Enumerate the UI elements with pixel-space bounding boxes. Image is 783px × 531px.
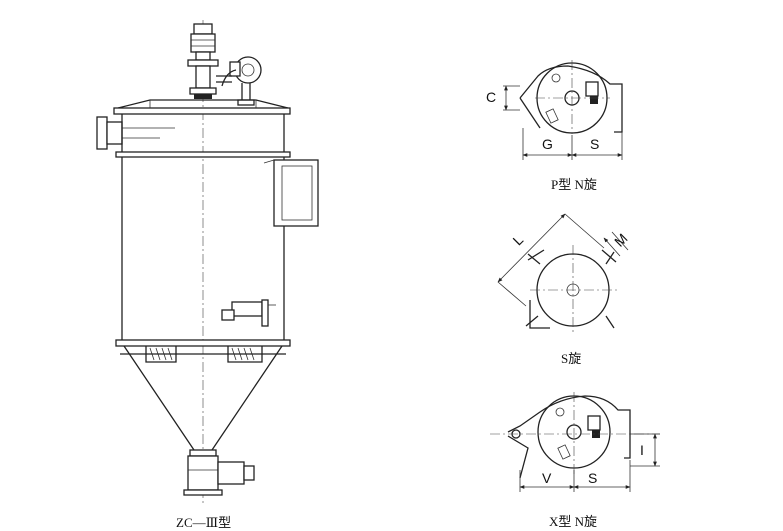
dim-label-v: V [542,470,552,486]
side-attachment [221,299,276,327]
inlet-duct [96,116,175,150]
support-brackets [120,346,286,363]
dim-label-s-x: S [588,470,598,486]
lower-flange [115,339,291,347]
view-x-caption: X型 N旋 [549,514,598,529]
collector-elevation-view [96,20,319,505]
top-fan-unit [216,56,262,106]
view-p-caption: P型 N旋 [551,177,597,192]
view-x-type-n [490,392,660,492]
main-view-caption: ZC—Ⅲ型 [176,515,232,530]
dim-label-g: G [542,136,553,152]
view-s-rotation [497,213,629,335]
dim-label-i: I [640,442,644,458]
dim-label-c: C [486,89,497,105]
view-p-type-n [503,60,623,160]
view-s-caption: S旋 [561,351,582,366]
discharge-valve [183,455,255,496]
access-door [263,159,319,227]
top-cover [113,99,291,115]
dim-label-s-p: S [590,136,600,152]
top-motor [187,23,219,99]
